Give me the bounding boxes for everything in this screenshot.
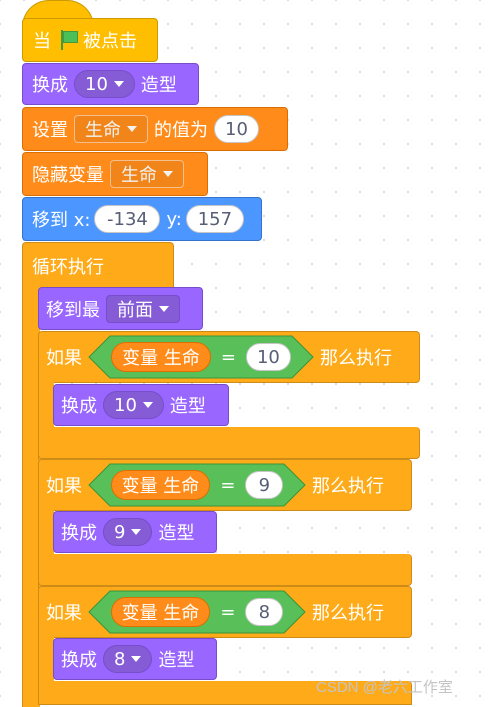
then-label: 那么执行 xyxy=(312,476,384,497)
equals-operator[interactable]: 变量 生命 = 8 xyxy=(88,590,306,634)
switch-costume-block[interactable]: 换成 9 造型 xyxy=(53,511,217,553)
switch-costume-block[interactable]: 换成 10 造型 xyxy=(53,384,229,426)
costume-suffix: 造型 xyxy=(169,396,206,417)
costume-value: 9 xyxy=(114,521,126,543)
set-variable-block[interactable]: 设置 生命 的值为 10 xyxy=(22,107,288,151)
variable-dropdown[interactable]: 生命 xyxy=(110,160,184,188)
if-block-end xyxy=(38,427,420,459)
chevron-down-icon xyxy=(131,656,142,662)
hide-variable-block[interactable]: 隐藏变量 生命 xyxy=(22,152,208,196)
switch-label: 换成 xyxy=(61,523,97,544)
then-label: 那么执行 xyxy=(320,348,392,369)
chevron-down-icon xyxy=(142,402,153,408)
equals-sign: = xyxy=(220,601,236,623)
goto-front-label: 移到最 xyxy=(46,299,100,321)
costume-suffix: 造型 xyxy=(158,650,195,671)
compare-value-input[interactable]: 8 xyxy=(245,598,284,626)
set-label: 设置 xyxy=(32,120,68,141)
chevron-down-icon xyxy=(159,305,169,312)
if-block[interactable]: 如果 变量 生命 = 9 那么执行 xyxy=(38,459,412,511)
layer-dropdown[interactable]: 前面 xyxy=(106,294,180,323)
costume-dropdown[interactable]: 10 xyxy=(103,391,164,419)
switch-label: 换成 xyxy=(61,650,97,671)
set-value-input[interactable]: 10 xyxy=(214,115,259,143)
if-block[interactable]: 如果 变量 生命 = 10 那么执行 xyxy=(38,331,420,383)
then-label: 那么执行 xyxy=(312,603,384,624)
if-label: 如果 xyxy=(46,348,82,369)
equals-operator[interactable]: 变量 生命 = 10 xyxy=(88,335,314,379)
costume-suffix: 造型 xyxy=(158,523,195,544)
chevron-down-icon xyxy=(113,81,124,87)
forever-block[interactable]: 循环执行 xyxy=(22,242,174,288)
costume-dropdown[interactable]: 9 xyxy=(103,518,153,546)
switch-label: 换成 xyxy=(61,396,97,417)
costume-dropdown[interactable]: 8 xyxy=(103,645,153,673)
if-block[interactable]: 如果 变量 生命 = 8 那么执行 xyxy=(38,586,412,638)
costume-value: 10 xyxy=(114,394,137,416)
variable-reporter[interactable]: 变量 生命 xyxy=(110,597,211,627)
clicked-label: 被点击 xyxy=(83,31,137,52)
when-flag-clicked-block[interactable]: 当 被点击 xyxy=(22,18,158,62)
forever-arm xyxy=(22,287,40,707)
switch-costume-block[interactable]: 换成 8 造型 xyxy=(53,638,217,680)
switch-label: 换成 xyxy=(32,75,68,96)
go-to-xy-block[interactable]: 移到 x: -134 y: 157 xyxy=(22,197,262,241)
x-input[interactable]: -134 xyxy=(94,205,161,233)
y-input[interactable]: 157 xyxy=(185,205,244,233)
variable-dropdown[interactable]: 生命 xyxy=(74,115,148,143)
if-label: 如果 xyxy=(46,476,82,497)
when-label: 当 xyxy=(33,31,51,52)
chevron-down-icon xyxy=(163,171,173,177)
costume-suffix: 造型 xyxy=(140,75,177,96)
hide-label: 隐藏变量 xyxy=(32,165,104,186)
layer-value: 前面 xyxy=(117,299,153,321)
variable-name: 生命 xyxy=(121,165,157,186)
chevron-down-icon xyxy=(131,529,142,535)
set-to-label: 的值为 xyxy=(154,120,208,141)
compare-value-input[interactable]: 10 xyxy=(245,343,291,371)
goto-label: 移到 x: xyxy=(32,210,91,231)
costume-value: 10 xyxy=(85,73,108,95)
costume-dropdown[interactable]: 10 xyxy=(74,70,135,98)
if-block-end xyxy=(38,554,412,586)
go-to-layer-block[interactable]: 移到最 前面 xyxy=(38,287,203,330)
equals-sign: = xyxy=(220,346,236,368)
switch-costume-block[interactable]: 换成 10 造型 xyxy=(22,63,199,105)
compare-value-input[interactable]: 9 xyxy=(245,471,284,499)
watermark: CSDN @老六工作室 xyxy=(316,679,453,696)
chevron-down-icon xyxy=(127,126,137,132)
if-label: 如果 xyxy=(46,603,82,624)
forever-label: 循环执行 xyxy=(32,256,104,278)
equals-sign: = xyxy=(220,474,236,496)
costume-value: 8 xyxy=(114,648,126,670)
variable-reporter[interactable]: 变量 生命 xyxy=(111,342,211,372)
variable-reporter[interactable]: 变量 生命 xyxy=(110,470,211,500)
green-flag-icon xyxy=(59,30,78,50)
variable-name: 生命 xyxy=(85,120,121,141)
y-label: y: xyxy=(166,208,182,230)
equals-operator[interactable]: 变量 生命 = 9 xyxy=(88,463,306,507)
